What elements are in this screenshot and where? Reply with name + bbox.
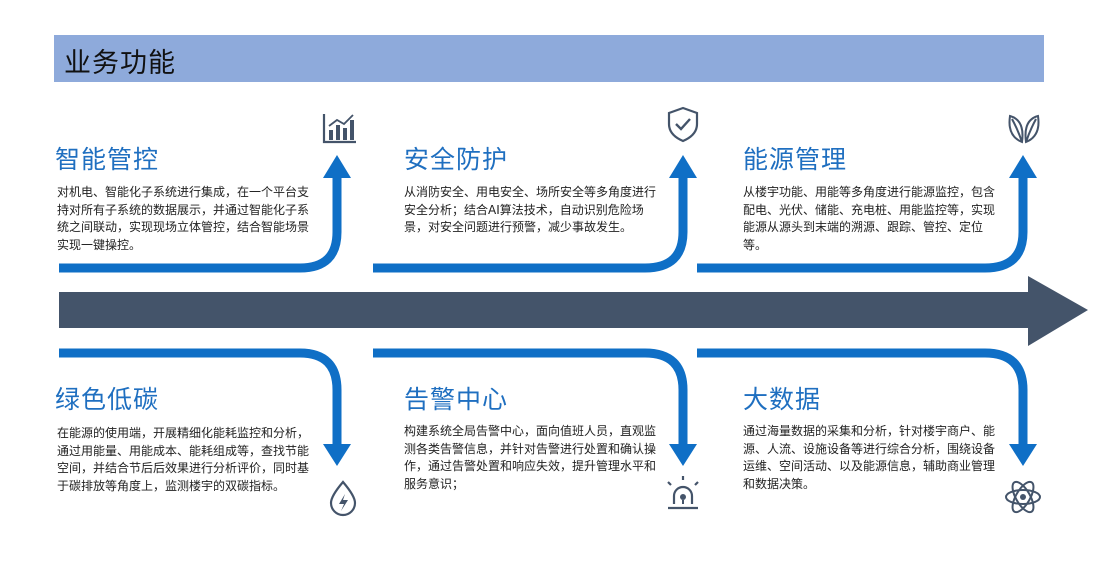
connector-arrow-1 <box>59 175 342 273</box>
connector-arrow-6 <box>697 348 1028 447</box>
module-description-big-data: 通过海量数据的采集和分析，针对楼宇商户、能源、人流、设施设备等进行综合分析，围绕… <box>743 424 996 491</box>
connector-arrow-4 <box>59 348 342 447</box>
connector-arrow-5 <box>373 348 688 447</box>
module-title-smart-control: 智能管控 <box>55 145 160 174</box>
water-drop-icon <box>329 480 357 517</box>
arrowhead-up-1 <box>323 155 351 178</box>
bar-chart-icon <box>322 114 356 144</box>
atom-icon <box>1005 480 1041 514</box>
module-title-low-carbon: 绿色低碳 <box>55 385 160 414</box>
module-description-alarm-center: 构建系统全局告警中心，面向值班人员，直观监测各类告警信息，并针对告警进行处置和确… <box>404 424 657 491</box>
leaf-icon <box>1008 114 1040 144</box>
connector-arrow-3 <box>697 175 1028 273</box>
page-title: 业务功能 <box>64 48 176 79</box>
connector-arrow-2 <box>373 175 688 273</box>
main-timeline-arrow <box>59 276 1088 346</box>
module-description-energy: 从楼宇功能、用能等多角度进行能源监控，包含配电、光伏、储能、充电桩、用能监控等，… <box>743 185 996 252</box>
arrowhead-up-3 <box>1009 155 1037 178</box>
arrowhead-down-6 <box>1009 444 1037 466</box>
module-description-security: 从消防安全、用电安全、场所安全等多角度进行安全分析；结合AI算法技术，自动识别危… <box>404 185 657 234</box>
module-description-smart-control: 对机电、智能化子系统进行集成，在一个平台支持对所有子系统的数据展示，并通过智能化… <box>57 185 310 252</box>
arrowhead-up-2 <box>669 155 697 178</box>
module-title-security: 安全防护 <box>404 145 509 174</box>
module-title-alarm-center: 告警中心 <box>404 385 509 414</box>
shield-check-icon <box>667 106 699 143</box>
title-bar: 业务功能 <box>54 35 1044 82</box>
arrowhead-down-4 <box>323 444 351 466</box>
module-title-big-data: 大数据 <box>743 385 822 414</box>
module-description-low-carbon: 在能源的使用端，开展精细化能耗监控和分析，通过用能量、用能成本、能耗组成等，查找… <box>57 426 310 493</box>
arrowhead-down-5 <box>669 444 697 466</box>
module-title-energy: 能源管理 <box>743 145 848 174</box>
alarm-light-icon <box>667 476 699 510</box>
